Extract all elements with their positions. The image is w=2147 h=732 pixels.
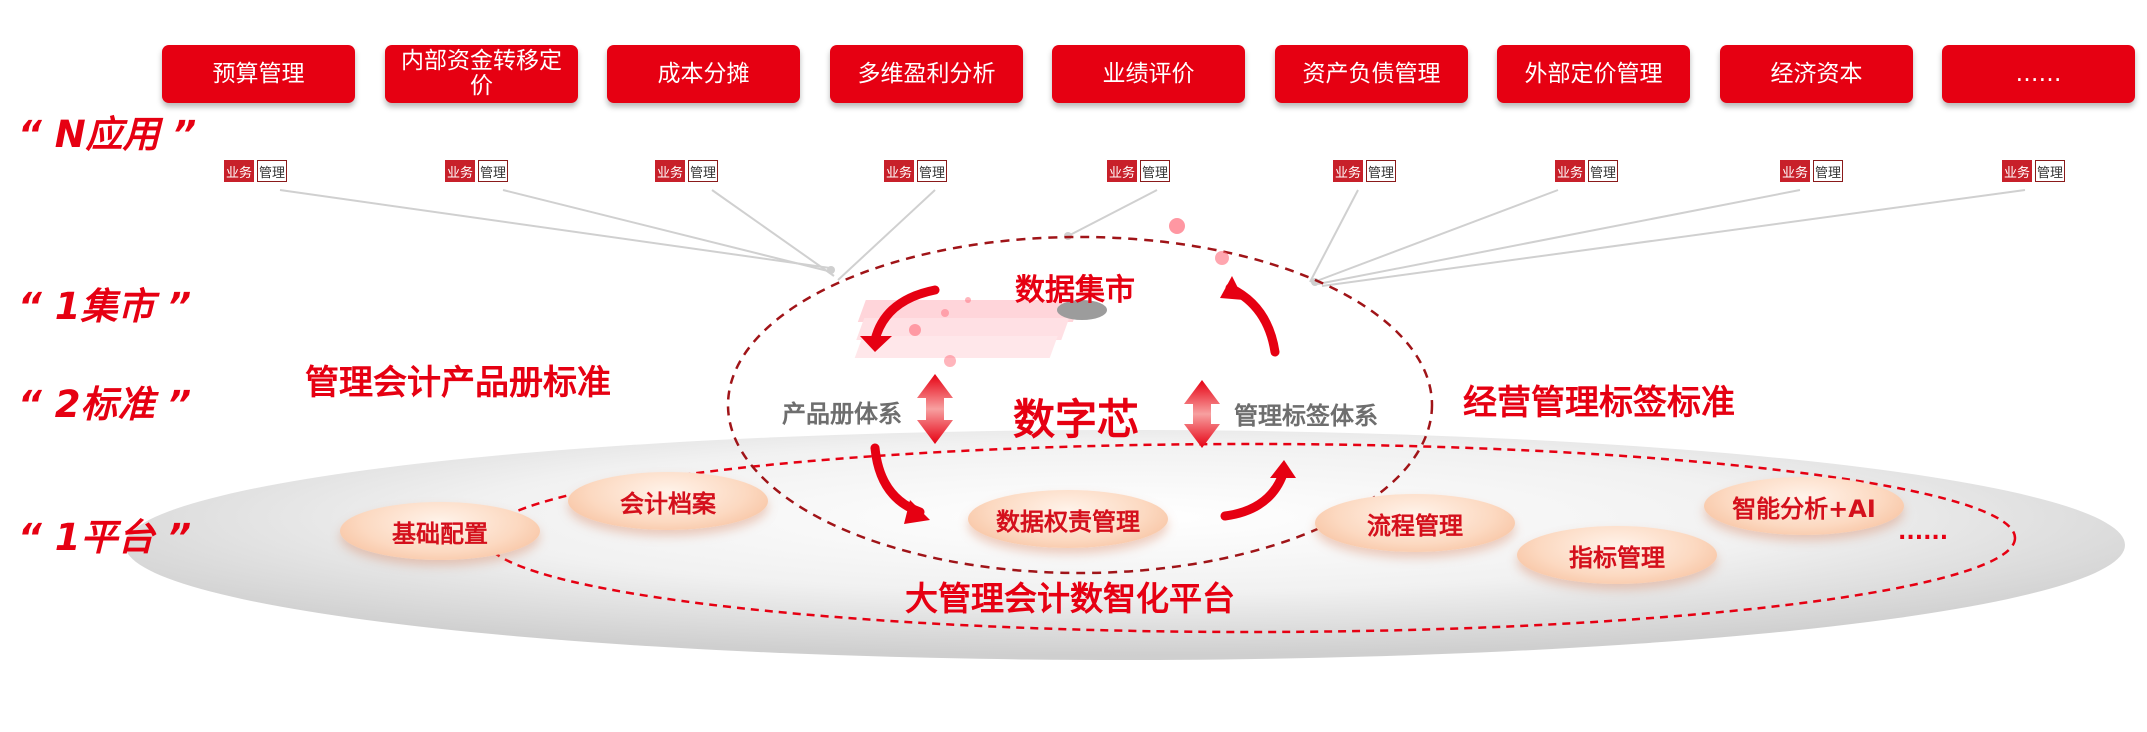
- management-tag: 管理: [1140, 160, 1170, 182]
- row-label-one-platform: “ 1平台 ”: [18, 516, 192, 559]
- app-box-external-pricing[interactable]: 外部定价管理: [1497, 45, 1690, 103]
- standard-right: 经营管理标签标准: [1463, 383, 1735, 423]
- tag-pair: 业务 管理: [1780, 160, 1843, 182]
- tag-pair: 业务 管理: [884, 160, 947, 182]
- app-box-budget[interactable]: 预算管理: [162, 45, 355, 103]
- app-box-performance[interactable]: 业绩评价: [1052, 45, 1245, 103]
- data-mart-layers: [854, 300, 1081, 358]
- tag-pair: 业务 管理: [1555, 160, 1618, 182]
- platform-dashed-ring: [483, 442, 2017, 634]
- tag-pair: 业务 管理: [445, 160, 508, 182]
- tag-pair: 业务 管理: [224, 160, 287, 182]
- management-tag: 管理: [2035, 160, 2065, 182]
- management-tag: 管理: [1588, 160, 1618, 182]
- core-dashed-ellipse: [726, 235, 1434, 575]
- management-tag: 管理: [917, 160, 947, 182]
- digital-core-label: 数字芯: [1013, 395, 1140, 444]
- glow-dots: [909, 218, 1229, 367]
- module-indicator-mgmt[interactable]: 指标管理: [1517, 526, 1717, 584]
- app-box-more[interactable]: ……: [1942, 45, 2135, 103]
- data-mart-disk: [1057, 300, 1107, 320]
- business-tag: 业务: [1333, 160, 1363, 182]
- tag-pair: 业务 管理: [655, 160, 718, 182]
- business-tag: 业务: [1780, 160, 1810, 182]
- connector-lines: [279, 189, 2026, 287]
- app-box-profitability[interactable]: 多维盈利分析: [830, 45, 1023, 103]
- management-tag: 管理: [688, 160, 718, 182]
- row-label-two-standards: “ 2标准 ”: [18, 383, 192, 426]
- standard-left: 管理会计产品册标准: [305, 363, 611, 403]
- row-label-one-mart: “ 1集市 ”: [18, 285, 192, 328]
- management-tag: 管理: [257, 160, 287, 182]
- double-arrow-left: [917, 374, 953, 444]
- business-tag: 业务: [655, 160, 685, 182]
- module-smart-analysis-ai[interactable]: 智能分析+AI: [1704, 477, 1904, 535]
- module-basic-config[interactable]: 基础配置: [340, 502, 540, 560]
- product-system-label: 产品册体系: [782, 400, 902, 428]
- business-tag: 业务: [884, 160, 914, 182]
- modules-more: ......: [1898, 520, 1949, 545]
- business-tag: 业务: [445, 160, 475, 182]
- tag-system-label: 管理标签体系: [1234, 402, 1378, 430]
- app-box-economic-capital[interactable]: 经济资本: [1720, 45, 1913, 103]
- business-tag: 业务: [2002, 160, 2032, 182]
- row-label-n-apps: “ N应用 ”: [18, 113, 197, 156]
- data-mart-label: 数据集市: [1015, 273, 1135, 308]
- management-tag: 管理: [1813, 160, 1843, 182]
- app-box-cost-allocation[interactable]: 成本分摊: [607, 45, 800, 103]
- management-tag: 管理: [1366, 160, 1396, 182]
- tag-pair: 业务 管理: [1107, 160, 1170, 182]
- module-data-rights[interactable]: 数据权责管理: [968, 490, 1168, 548]
- business-tag: 业务: [224, 160, 254, 182]
- business-tag: 业务: [1555, 160, 1585, 182]
- app-box-ftp[interactable]: 内部资金转移定价: [385, 45, 578, 103]
- double-arrow-right: [1184, 380, 1220, 448]
- platform-title: 大管理会计数智化平台: [905, 579, 1235, 618]
- management-tag: 管理: [478, 160, 508, 182]
- tag-pair: 业务 管理: [1333, 160, 1396, 182]
- business-tag: 业务: [1107, 160, 1137, 182]
- module-accounting-archive[interactable]: 会计档案: [568, 472, 768, 530]
- cycle-arrow-heads: [860, 276, 1296, 524]
- module-process-mgmt[interactable]: 流程管理: [1315, 494, 1515, 552]
- app-box-alm[interactable]: 资产负债管理: [1275, 45, 1468, 103]
- tag-pair: 业务 管理: [2002, 160, 2065, 182]
